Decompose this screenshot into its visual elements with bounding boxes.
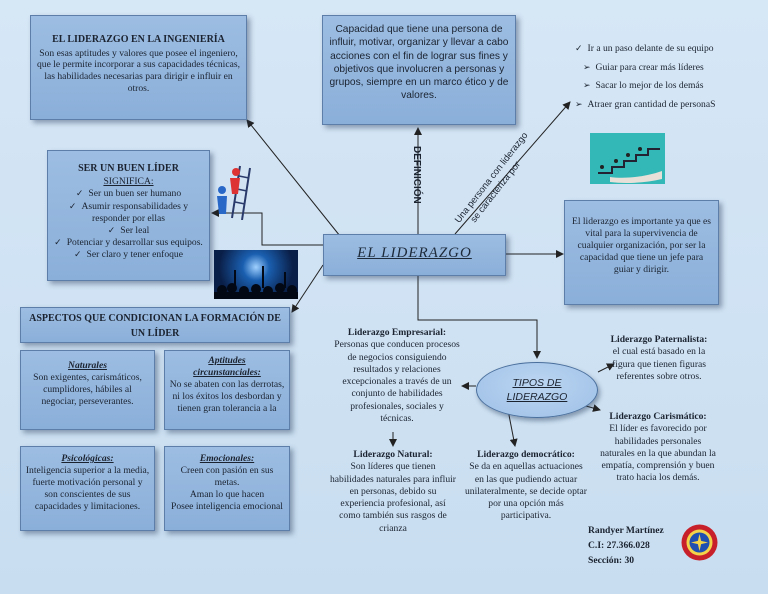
center-topic-box: EL LIDERAZGO	[323, 234, 506, 276]
definition-box: Capacidad que tiene una persona de influ…	[322, 15, 516, 125]
checkmark-icon: ✓	[108, 226, 116, 236]
list-item: ✓Ser claro y tener enfoque	[52, 249, 205, 261]
checkmark-icon: ✓	[76, 189, 84, 199]
ingenieria-box: EL LIDERAZGO EN LA INGENIERÍA Son esas a…	[30, 15, 247, 120]
aptitudes-title-line1: Aptitudes	[169, 355, 285, 367]
buen-lider-title-line1: SER UN BUEN LÍDER	[52, 163, 205, 176]
list-item: ✓Potenciar y desarrollar sus equipos.	[52, 237, 205, 249]
aptitudes-body: No se abaten con las derrotas, ni los éx…	[169, 379, 285, 415]
emocionales-title: Emocionales:	[169, 453, 285, 465]
author-ci: C.I: 27.366.028	[588, 538, 664, 553]
natural-body: Son líderes que tienen habilidades natur…	[330, 461, 456, 535]
importance-box: El liderazgo es importante ya que es vit…	[564, 200, 719, 305]
democratico-title: Liderazgo democrático:	[465, 449, 587, 461]
emocionales-box: Emocionales: Creen con pasión en sus met…	[164, 446, 290, 531]
author-name: Randyer Martínez	[588, 523, 664, 538]
naturales-title: Naturales	[25, 360, 150, 372]
checkmark-icon: ✓	[575, 44, 583, 54]
definition-connector-label: DEFINICIÓN	[411, 146, 422, 204]
paternalista-block: Liderazgo Paternalista: el cual está bas…	[601, 334, 717, 383]
center-topic-title: EL LIDERAZGO	[357, 245, 472, 261]
ingenieria-title: EL LIDERAZGO EN LA INGENIERÍA	[37, 34, 240, 47]
leadership-stairs-image	[590, 133, 665, 184]
aspectos-box: ASPECTOS QUE CONDICIONAN LA FORMACIÓN DE…	[20, 307, 290, 343]
democratico-block: Liderazgo democrático: Se da en aquellas…	[465, 449, 587, 523]
list-item: ➢Atraer gran cantidad de personaS	[575, 96, 715, 115]
arrow-bullet-icon: ➢	[583, 63, 591, 73]
checkmark-icon: ✓	[74, 250, 82, 260]
natural-title: Liderazgo Natural:	[330, 449, 456, 461]
paternalista-title: Liderazgo Paternalista:	[601, 334, 717, 346]
carismatico-body: El líder es favorecido por habilidades p…	[600, 423, 716, 484]
empresarial-title: Liderazgo Empresarial:	[333, 327, 461, 339]
naturales-body: Son exigentes, carismáticos, cumplidores…	[25, 372, 150, 408]
list-item: ➢Guiar para crear más líderes	[575, 59, 715, 78]
line-to-ingenieria	[247, 120, 340, 236]
natural-block: Liderazgo Natural: Son líderes que tiene…	[330, 449, 456, 535]
emocionales-line2: Aman lo que hacen	[169, 489, 285, 501]
list-item: ✓Ir a un paso delante de su equipo	[575, 40, 715, 59]
naturales-box: Naturales Son exigentes, carismáticos, c…	[20, 350, 155, 430]
empresarial-body: Personas que conducen procesos de negoci…	[333, 339, 461, 425]
aptitudes-box: Aptitudes circunstanciales: No se abaten…	[164, 350, 290, 430]
author-section: Sección: 30	[588, 553, 664, 568]
carismatico-block: Liderazgo Carismático: El líder es favor…	[600, 411, 716, 485]
arrow-bullet-icon: ➢	[575, 100, 583, 110]
buen-lider-title-line2: SIGNIFICA:	[52, 176, 205, 188]
psicologicas-body: Inteligencia superior a la media, fuerte…	[25, 465, 150, 513]
university-seal-logo	[681, 524, 718, 561]
tipos-title: TIPOS DE LIDERAZGO	[502, 376, 572, 404]
importance-text: El liderazgo es importante ya que es vit…	[571, 216, 712, 276]
buen-lider-box: SER UN BUEN LÍDER SIGNIFICA: ✓Ser un bue…	[47, 150, 210, 281]
aspectos-title: ASPECTOS QUE CONDICIONAN LA FORMACIÓN DE…	[21, 312, 289, 341]
list-item: ✓Asumir responsabilidades y responder po…	[52, 201, 205, 225]
buen-lider-list: ✓Ser un buen ser humano ✓Asumir responsa…	[52, 188, 205, 261]
democratico-body: Se da en aquellas actuaciones en las que…	[465, 461, 587, 522]
emocionales-line1: Creen con pasión en sus metas.	[169, 465, 285, 489]
list-item: ✓Ser un buen ser humano	[52, 188, 205, 200]
author-block: Randyer Martínez C.I: 27.366.028 Sección…	[588, 523, 664, 568]
checkmark-icon: ✓	[54, 238, 62, 248]
audience-image	[214, 250, 298, 299]
emocionales-line3: Posee inteligencia emocional	[169, 501, 285, 513]
aptitudes-title-line2: circunstanciales:	[169, 367, 285, 379]
psicologicas-box: Psicológicas: Inteligencia superior a la…	[20, 446, 155, 531]
paternalista-body: el cual está basado en la figura que tie…	[601, 346, 717, 383]
tipos-ellipse: TIPOS DE LIDERAZGO	[476, 362, 598, 418]
persona-traits-list: ✓Ir a un paso delante de su equipo ➢Guia…	[575, 40, 715, 114]
empresarial-block: Liderazgo Empresarial: Personas que cond…	[333, 327, 461, 425]
checkmark-icon: ✓	[69, 202, 77, 212]
list-item: ➢Sacar lo mejor de los demás	[575, 77, 715, 96]
arrow-bullet-icon: ➢	[583, 81, 591, 91]
carismatico-title: Liderazgo Carismático:	[600, 411, 716, 423]
ingenieria-body: Son esas aptitudes y valores que posee e…	[37, 48, 240, 96]
ladder-figures-image	[212, 164, 252, 220]
definition-text: Capacidad que tiene una persona de influ…	[329, 23, 509, 103]
list-item: ✓Ser leal	[52, 225, 205, 237]
psicologicas-title: Psicológicas:	[25, 453, 150, 465]
